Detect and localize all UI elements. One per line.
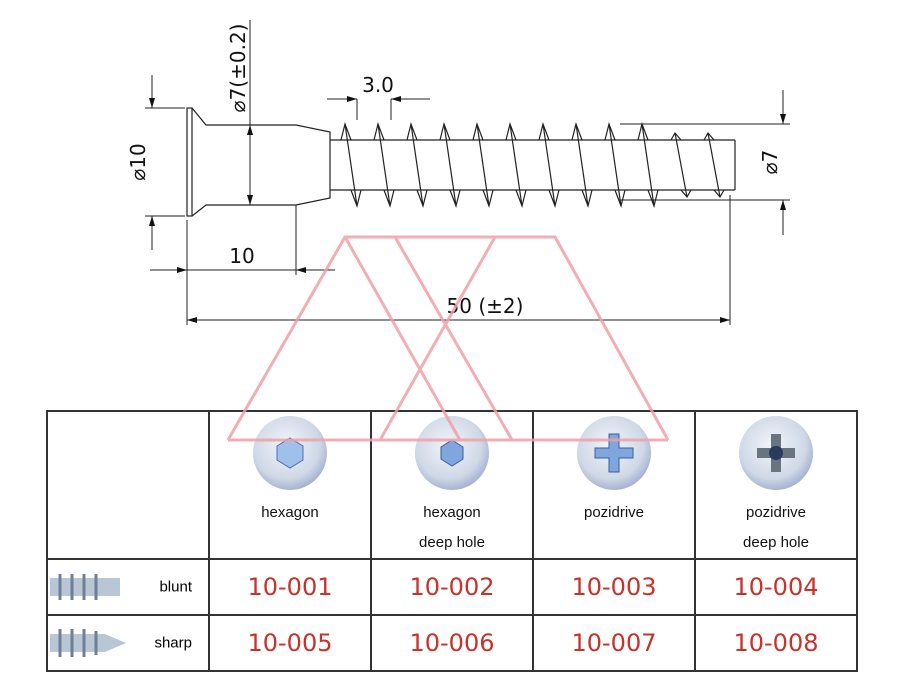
column-label: pozidrive xyxy=(745,504,807,521)
thread-crest xyxy=(439,121,461,209)
product-code: 10-004 xyxy=(694,558,858,616)
screw-outline xyxy=(186,107,736,217)
pozidrive-icon xyxy=(577,416,651,490)
dim-shank-diameter: ⌀7(±0.2) xyxy=(226,24,250,113)
column-sublabel xyxy=(534,528,694,558)
screw-technical-drawing: ⌀10 ⌀7(±0.2) 3.0 ⌀7 10 50 (±2) xyxy=(126,20,790,325)
thread-crest xyxy=(340,121,362,209)
row-label: blunt xyxy=(159,578,192,596)
product-code: 10-005 xyxy=(208,614,372,672)
hexagon-socket-icon xyxy=(253,416,327,490)
table-row-sharp: sharp 10-005 10-006 10-007 10-008 xyxy=(46,614,858,672)
column-label: pozidrive xyxy=(583,504,645,521)
product-code: 10-007 xyxy=(532,614,696,672)
blunt-screw-icon xyxy=(50,574,120,600)
row-header-blunt: blunt xyxy=(46,558,210,616)
thread-crest xyxy=(472,121,494,209)
thread-crest xyxy=(571,121,593,209)
thread-crest xyxy=(406,121,428,209)
thread-crest xyxy=(505,121,527,209)
dim-shank-length: 10 xyxy=(229,244,254,268)
product-code-table: hexagon hexagon deep hole pozidrive pozi… xyxy=(46,410,858,672)
row-header-sharp: sharp xyxy=(46,614,210,672)
hexagon-deep-socket-icon xyxy=(415,416,489,490)
product-code: 10-008 xyxy=(694,614,858,672)
thread-crest xyxy=(538,121,560,209)
thread-crest xyxy=(670,131,692,199)
dim-thread-pitch: 3.0 xyxy=(362,73,394,97)
column-pozidrive: pozidrive xyxy=(532,410,696,560)
empty-corner-cell xyxy=(46,410,210,560)
table-header-row: hexagon hexagon deep hole pozidrive pozi… xyxy=(46,410,858,560)
row-label: sharp xyxy=(154,634,192,652)
column-hexagon-deep-hole: hexagon deep hole xyxy=(370,410,534,560)
thread-crest xyxy=(703,131,725,199)
dim-head-diameter: ⌀10 xyxy=(126,143,150,181)
column-sublabel: deep hole xyxy=(743,534,809,551)
pozidrive-deep-icon xyxy=(739,416,813,490)
column-label: hexagon xyxy=(423,504,481,521)
thread-crest xyxy=(604,121,626,209)
thread-crest xyxy=(373,121,395,209)
thread-crest xyxy=(637,121,659,209)
product-code: 10-006 xyxy=(370,614,534,672)
sharp-screw-icon xyxy=(50,629,126,657)
product-code: 10-001 xyxy=(208,558,372,616)
column-hexagon: hexagon xyxy=(208,410,372,560)
column-sublabel xyxy=(210,528,370,558)
product-code: 10-003 xyxy=(532,558,696,616)
dim-total-length: 50 (±2) xyxy=(447,294,524,318)
column-sublabel: deep hole xyxy=(419,534,485,551)
column-pozidrive-deep-hole: pozidrive deep hole xyxy=(694,410,858,560)
table-row-blunt: blunt 10-001 10-002 10-003 10-004 xyxy=(46,558,858,616)
dim-thread-diameter: ⌀7 xyxy=(758,150,782,175)
product-code: 10-002 xyxy=(370,558,534,616)
column-label: hexagon xyxy=(261,504,319,521)
